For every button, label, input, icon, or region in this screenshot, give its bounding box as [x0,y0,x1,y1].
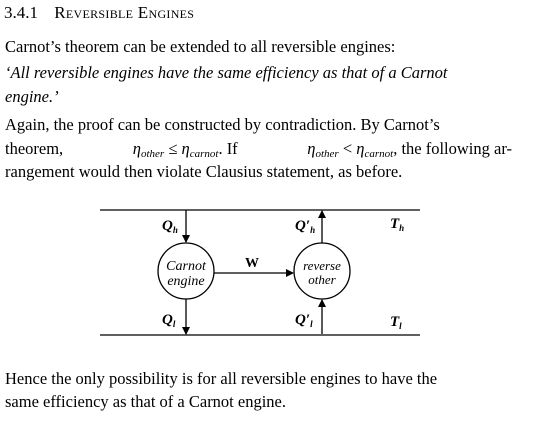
paragraph-proof-line-2: theorem, ηother ≤ ηcarnot. If ηother < η… [5,139,512,160]
qh-label: Qh [162,218,178,235]
quote-line-2: engine.’ [5,87,59,106]
section-title: Reversible Engines [54,3,195,22]
ql-prime-label: Q′l [295,312,313,329]
paragraph-proof-line-1: Again, the proof can be constructed by c… [5,115,440,134]
th-label: Th [390,216,404,233]
quote-line-1: ‘All reversible engines have the same ef… [5,63,448,82]
ql-label: Ql [162,312,176,329]
section-heading: 3.4.1 Reversible Engines [4,3,194,23]
paragraph-conclusion-line-1: Hence the only possibility is for all re… [5,369,438,388]
engine-diagram: Carnot engine reverse other Qh Ql Q′h Q′… [100,209,420,336]
section-number: 3.4.1 [4,3,38,22]
inequality-lt: ηother < ηcarnot, the following ar- [307,139,512,160]
carnot-engine-label-1: Carnot [166,259,207,274]
reverse-engine-label-1: reverse [303,258,341,273]
paragraph-intro: Carnot’s theorem can be extended to all … [5,37,396,56]
paragraph-proof-line-3: rangement would then violate Clausius st… [5,162,403,181]
reverse-engine-label-2: other [308,272,336,287]
carnot-engine-label-2: engine [167,274,204,289]
inequality-leq: ηother ≤ ηcarnot. If [132,139,238,160]
proof-word-theorem: theorem, [5,139,64,158]
work-label: W [245,256,259,271]
paragraph-conclusion-line-2: same efficiency as that of a Carnot engi… [5,392,286,411]
tl-label: Tl [390,314,402,331]
qh-prime-label: Q′h [295,218,315,235]
